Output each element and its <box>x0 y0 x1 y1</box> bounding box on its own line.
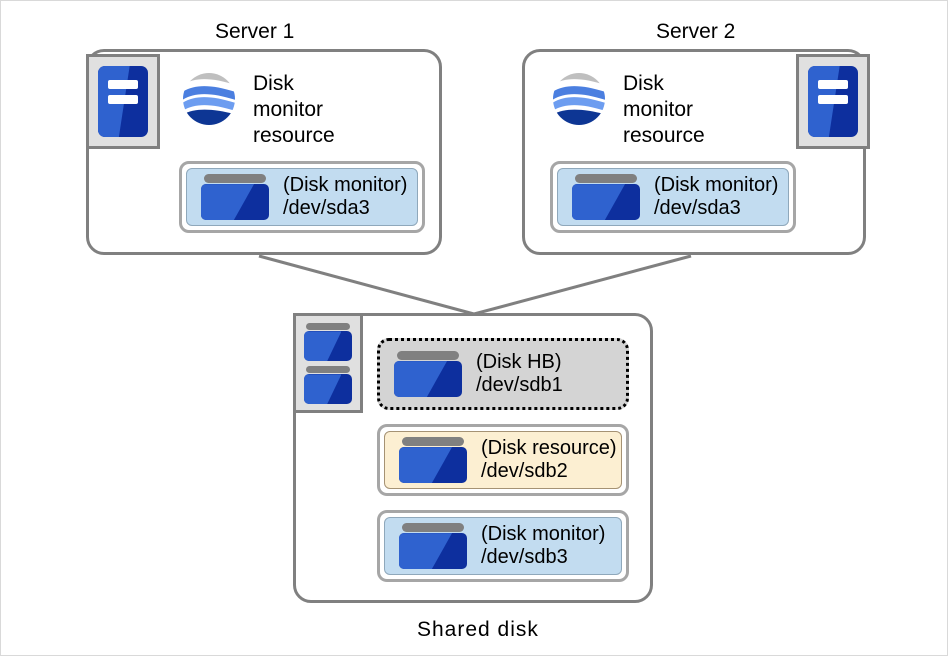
disk-icon <box>572 174 640 220</box>
shared-disk-stacked-icon <box>293 313 363 413</box>
partition-hb-labels: (Disk HB) /dev/sdb1 <box>476 351 563 397</box>
server2-disk-row: (Disk monitor) /dev/sda3 <box>550 161 796 233</box>
server-bar-top <box>108 80 138 90</box>
server2-disk-line2: /dev/sda3 <box>654 197 741 219</box>
server2-disk-labels: (Disk monitor) /dev/sda3 <box>654 174 778 220</box>
server-bar-bottom <box>818 95 848 105</box>
disk-icon <box>399 437 467 483</box>
server1-resource-label-line2: monitor <box>253 98 324 121</box>
disk-platter <box>201 184 269 220</box>
server1-disk-row-inner: (Disk monitor) /dev/sda3 <box>186 168 418 226</box>
partition-resource-line1: (Disk resource) <box>481 436 617 459</box>
server-body <box>98 66 148 137</box>
disk-platter <box>304 374 352 404</box>
server2-machine-icon <box>796 54 870 149</box>
server2-resource-label-line1: Disk <box>623 72 664 95</box>
server-body <box>808 66 858 137</box>
server2-title: Server 2 <box>656 20 736 43</box>
partition-monitor-labels: (Disk monitor) /dev/sdb3 <box>481 523 605 569</box>
disk-cap <box>401 437 465 446</box>
shared-disk-partition-resource: (Disk resource) /dev/sdb2 <box>377 424 629 496</box>
disk-icon <box>201 174 269 220</box>
disk-cap <box>396 351 460 360</box>
partition-resource-labels: (Disk resource) /dev/sdb2 <box>481 437 617 483</box>
server-bar-bottom <box>108 95 138 105</box>
server1-disk-labels: (Disk monitor) /dev/sda3 <box>283 174 407 220</box>
shared-disk-partition-monitor: (Disk monitor) /dev/sdb3 <box>377 510 629 582</box>
disk-platter <box>304 331 352 361</box>
disk-icon <box>394 351 462 397</box>
disk-cap <box>305 366 351 374</box>
disk-platter <box>399 533 467 569</box>
disk-platter <box>394 361 462 397</box>
server-bar-top <box>818 80 848 90</box>
partition-resource-line2: /dev/sdb2 <box>481 460 568 482</box>
disk-cap <box>401 523 465 532</box>
server2-globe-icon <box>553 73 605 125</box>
disk-icon <box>304 323 352 361</box>
server2-disk-line1: (Disk monitor) <box>654 173 779 196</box>
disk-icon <box>304 366 352 404</box>
server1-resource-label-line3: resource <box>253 124 335 147</box>
disk-cap <box>305 323 351 331</box>
partition-resource-inner: (Disk resource) /dev/sdb2 <box>384 431 622 489</box>
disk-cap <box>203 174 267 183</box>
partition-monitor-line1: (Disk monitor) <box>481 522 606 545</box>
partition-hb-line2: /dev/sdb1 <box>476 374 563 396</box>
server1-resource-label-line1: Disk <box>253 72 294 95</box>
server1-title: Server 1 <box>215 20 295 43</box>
server1-disk-line2: /dev/sda3 <box>283 197 370 219</box>
server1-machine-icon <box>86 54 160 149</box>
server2-disk-row-inner: (Disk monitor) /dev/sda3 <box>557 168 789 226</box>
disk-platter <box>399 447 467 483</box>
disk-platter <box>572 184 640 220</box>
server1-disk-row: (Disk monitor) /dev/sda3 <box>179 161 425 233</box>
shared-disk-partition-hb: (Disk HB) /dev/sdb1 <box>377 338 629 410</box>
disk-cap <box>574 174 638 183</box>
server1-globe-icon <box>183 73 235 125</box>
partition-monitor-inner: (Disk monitor) /dev/sdb3 <box>384 517 622 575</box>
server1-disk-line1: (Disk monitor) <box>283 173 408 196</box>
server2-resource-label-line3: resource <box>623 124 705 147</box>
partition-hb-line1: (Disk HB) <box>476 350 562 373</box>
server2-resource-label-line2: monitor <box>623 98 694 121</box>
disk-icon <box>399 523 467 569</box>
partition-monitor-line2: /dev/sdb3 <box>481 546 568 568</box>
shared-disk-title: Shared disk <box>417 618 539 641</box>
